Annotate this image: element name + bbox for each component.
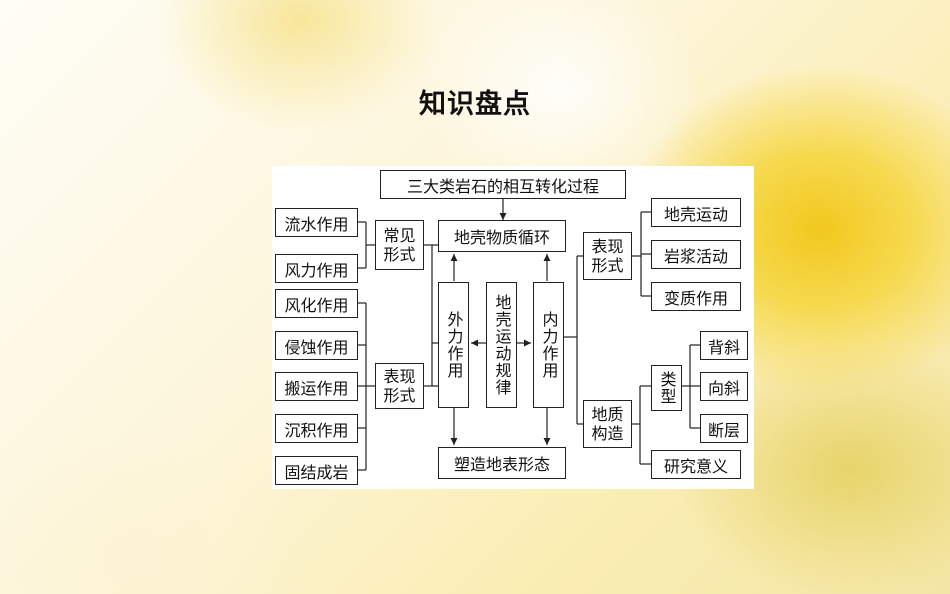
- right-item-metamorphism: 变质作用: [651, 282, 741, 311]
- external-common-forms-box: 常见 形式: [375, 220, 424, 270]
- left-item-deposition: 沉积作用: [275, 414, 358, 443]
- left-item-lithification: 固结成岩: [275, 456, 358, 485]
- right-item-magma-activity: 岩浆活动: [651, 240, 741, 269]
- top-process-box: 三大类岩石的相互转化过程: [380, 170, 626, 199]
- type-syncline: 向斜: [700, 372, 748, 401]
- geological-structure-box: 地质 构造: [583, 400, 632, 448]
- crust-cycle-box: 地壳物质循环: [438, 220, 566, 252]
- right-item-crust-movement: 地壳运动: [651, 198, 741, 227]
- internal-force-box: 内力作用: [533, 282, 564, 408]
- type-anticline: 背斜: [700, 331, 748, 360]
- external-expression-forms-box: 表现 形式: [375, 363, 424, 409]
- page-title: 知识盘点: [419, 89, 531, 120]
- left-item-erosion: 侵蚀作用: [275, 331, 358, 360]
- diagram-panel: 三大类岩石的相互转化过程 地壳物质循环 塑造地表形态 外力作用 地壳运动规律 内…: [272, 166, 754, 489]
- left-item-water: 流水作用: [275, 208, 358, 237]
- internal-expression-forms-box: 表现 形式: [583, 232, 632, 280]
- left-item-weathering: 风化作用: [275, 289, 358, 318]
- connector-lines: [357, 199, 700, 471]
- left-item-transport: 搬运作用: [275, 372, 358, 401]
- type-box: 类型: [651, 365, 682, 411]
- type-fault: 断层: [700, 414, 748, 443]
- shape-landform-box: 塑造地表形态: [438, 447, 566, 479]
- crust-movement-law-box: 地壳运动规律: [486, 282, 517, 408]
- external-force-box: 外力作用: [438, 282, 469, 408]
- research-significance-box: 研究意义: [651, 450, 741, 479]
- left-item-wind: 风力作用: [275, 254, 358, 283]
